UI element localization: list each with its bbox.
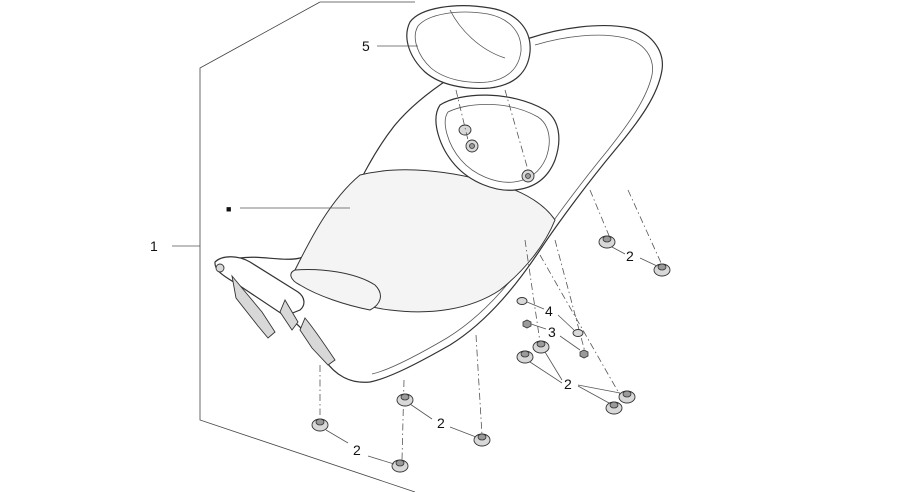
axis-bottom-mid: [401, 379, 405, 461]
rubber-nut: [391, 459, 409, 473]
nut-group: [522, 319, 589, 359]
label-4: 4: [545, 303, 553, 319]
seat-body: [231, 25, 663, 383]
rubber-nut: [396, 393, 414, 407]
axis-washer: [554, 239, 586, 353]
leader-4b: [557, 314, 575, 331]
rubber-nut: [516, 350, 534, 364]
leader-2c: [529, 361, 563, 384]
leader-2b: [639, 257, 658, 267]
leader-2d: [544, 351, 563, 381]
axis-bottom-right: [475, 334, 483, 436]
rubber-nut: [653, 263, 671, 277]
leader-2j: [367, 455, 395, 465]
nut: [522, 319, 532, 329]
backrest: [406, 5, 531, 90]
leader-4a: [526, 301, 545, 310]
recess-mount-left-hole: [469, 143, 475, 149]
seat-underside-bracket: [214, 256, 336, 366]
axis-nut-d: [524, 239, 541, 343]
rubber-nut: [605, 401, 623, 415]
marker-square: ■: [226, 204, 231, 214]
leader-2e: [577, 384, 621, 394]
rubber-nut: [311, 418, 329, 432]
leader-2h: [449, 426, 477, 438]
leader-2i: [325, 429, 349, 444]
axis-nut-c: [539, 254, 621, 396]
axis-nut-b: [627, 189, 663, 266]
label-2: 2: [353, 442, 361, 458]
label-2: 2: [564, 376, 572, 392]
leader-3a: [530, 323, 547, 330]
label-5: 5: [362, 38, 370, 54]
rubber-nut: [618, 390, 636, 404]
label-1: 1: [150, 238, 158, 254]
bracket-pin: [215, 263, 225, 273]
leader-2a: [611, 246, 626, 255]
assembly-bracket: [199, 1, 416, 492]
axis-nut-a: [589, 189, 611, 239]
recess-mount-right-hole: [525, 173, 531, 179]
washer-group: [516, 297, 584, 337]
rubber-nut-group: [311, 235, 671, 473]
leader-2g: [409, 403, 433, 420]
recess-boss: [458, 124, 472, 136]
label-3: 3: [548, 324, 556, 340]
nut: [579, 349, 589, 359]
rubber-nut: [532, 340, 550, 354]
passenger-recess: [435, 94, 560, 191]
axis-backrest-left: [455, 89, 469, 141]
washer: [516, 297, 528, 305]
axis-backrest-right: [504, 89, 529, 171]
leader-3b: [559, 335, 581, 351]
washer: [572, 329, 584, 337]
front-pad: [290, 269, 381, 311]
label-2: 2: [626, 248, 634, 264]
leader-2f: [577, 385, 610, 404]
label-2: 2: [437, 415, 445, 431]
rubber-nut: [473, 433, 491, 447]
rubber-nut: [598, 235, 616, 249]
